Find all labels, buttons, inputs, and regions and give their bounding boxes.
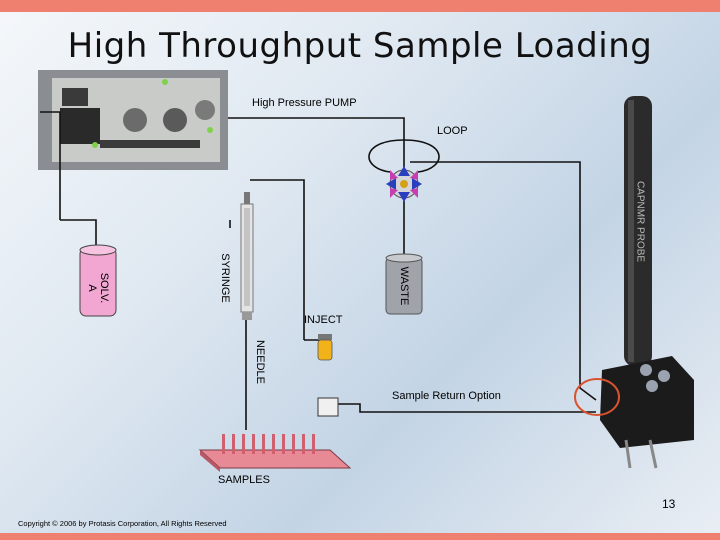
pump-label: High Pressure PUMP <box>252 97 357 109</box>
solvent-label: SOLV. A <box>86 272 110 304</box>
slide-title: High Throughput Sample Loading <box>67 26 653 66</box>
nmr-probe-image <box>600 96 694 469</box>
syringe-label: SYRINGE <box>219 253 231 303</box>
syringe-image <box>240 192 254 320</box>
inject-label: INJECT <box>304 314 343 326</box>
sample-return-box <box>317 397 339 417</box>
bottom-accent-bar <box>0 533 720 540</box>
top-accent-bar <box>0 0 720 12</box>
injection-valve <box>386 166 422 202</box>
probe-label: CAPNMR PROBE <box>634 180 646 263</box>
page-number: 13 <box>662 497 676 511</box>
solvent-bottle <box>79 244 117 317</box>
needle-label: NEEDLE <box>254 339 266 385</box>
copyright-notice: Copyright © 2006 by Protasis Corporation… <box>18 519 227 528</box>
tubing-lines <box>40 111 597 430</box>
waste-bottle <box>385 253 423 315</box>
sample-return-label: Sample Return Option <box>392 390 501 402</box>
waste-label: WASTE <box>398 266 410 306</box>
loop-tube <box>368 139 440 173</box>
loop-label: LOOP <box>437 125 468 137</box>
inject-vial <box>317 334 333 361</box>
sample-return-highlight <box>574 378 620 416</box>
samples-label: SAMPLES <box>218 474 270 486</box>
pump-image <box>38 70 228 170</box>
sample-plate <box>198 434 352 472</box>
